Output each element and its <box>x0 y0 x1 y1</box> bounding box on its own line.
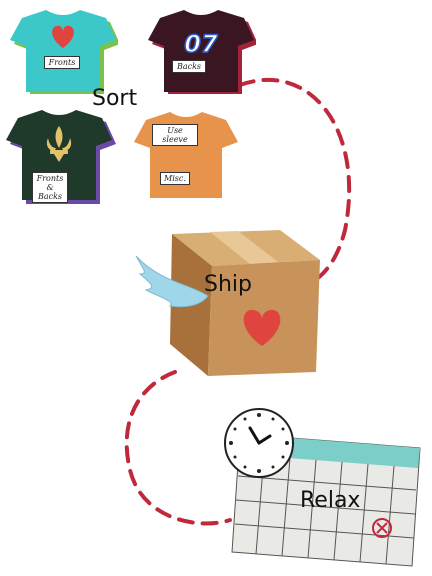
clock-icon <box>224 408 294 478</box>
relax-label: Relax <box>300 488 361 513</box>
wing-icon <box>135 255 209 308</box>
shirt-misc-shape <box>134 112 238 198</box>
clock <box>222 406 296 480</box>
shirt-tag-backs: Backs <box>172 60 206 73</box>
shirt-fronts: Fronts <box>8 4 120 96</box>
sort-label: Sort <box>92 86 138 111</box>
shirt-tag-fronts-backs: Fronts & Backs <box>32 172 68 203</box>
shirt-tag-misc: Misc. <box>160 172 190 185</box>
heart-icon <box>52 25 74 48</box>
shipping-box <box>130 226 330 386</box>
shirt-misc: Use sleeve Misc. <box>132 106 240 202</box>
shirt-backs-shape: 07 <box>148 10 258 96</box>
x-mark-icon <box>372 518 392 538</box>
shirt-fronts-shape <box>10 10 120 96</box>
ship-label: Ship <box>204 272 252 297</box>
shirt-fronts-backs: Fronts & Backs <box>4 104 116 204</box>
box-heart-icon <box>243 309 281 346</box>
shirt-tag-fronts: Fronts <box>44 56 80 69</box>
shirt-number: 07 <box>184 30 218 58</box>
shirt-tag-use-sleeve: Use sleeve <box>152 124 198 146</box>
shirt-backs: 07 Backs <box>146 4 258 96</box>
fleur-de-lis-icon <box>46 126 72 162</box>
